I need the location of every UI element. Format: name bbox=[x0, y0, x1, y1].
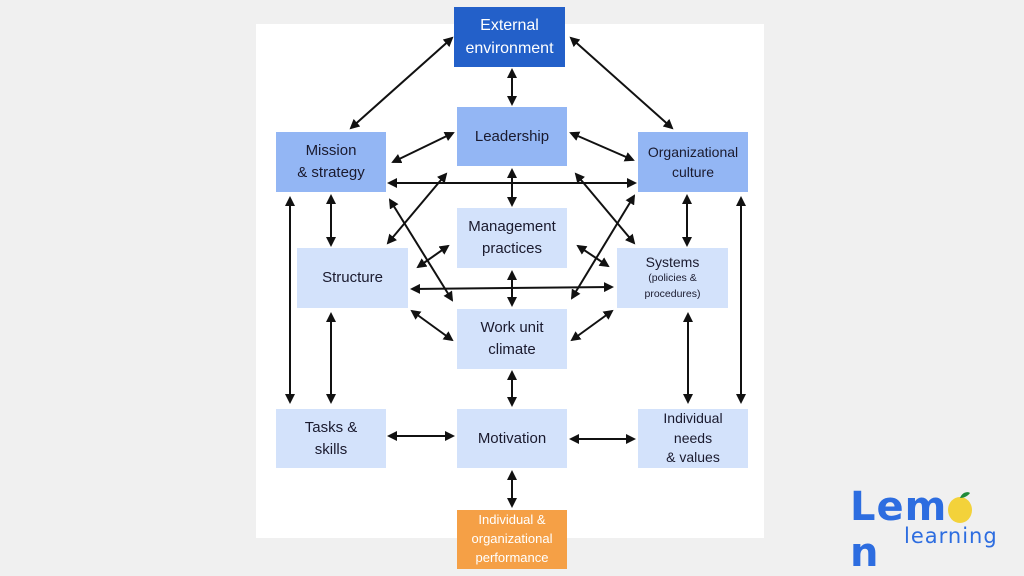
node-individual-needs-values: Individual needs & values bbox=[638, 409, 748, 468]
node-motivation: Motivation bbox=[457, 409, 567, 468]
lemon-learning-logo: Lemn learning bbox=[850, 484, 1000, 576]
node-tasks-skills: Tasks & skills bbox=[276, 409, 386, 468]
node-performance: Individual & organizational performance bbox=[457, 510, 567, 569]
node-mission-strategy: Mission & strategy bbox=[276, 132, 386, 192]
node-leadership: Leadership bbox=[457, 107, 567, 166]
lemon-icon bbox=[948, 492, 972, 523]
systems-subtitle: (policies & procedures) bbox=[644, 272, 701, 301]
logo-wordmark: Lemn bbox=[850, 484, 1000, 576]
node-management-practices: Management practices bbox=[457, 208, 567, 268]
node-structure: Structure bbox=[297, 248, 408, 308]
systems-title: Systems bbox=[645, 254, 700, 271]
logo-word-part: Lem bbox=[850, 484, 948, 530]
node-external-environment: External environment bbox=[454, 7, 565, 67]
node-organizational-culture: Organizational culture bbox=[638, 132, 748, 192]
node-systems: Systems (policies & procedures) bbox=[617, 248, 728, 308]
logo-subtitle: learning bbox=[904, 524, 998, 548]
node-work-unit-climate: Work unit climate bbox=[457, 309, 567, 369]
logo-word-part: n bbox=[850, 530, 880, 576]
